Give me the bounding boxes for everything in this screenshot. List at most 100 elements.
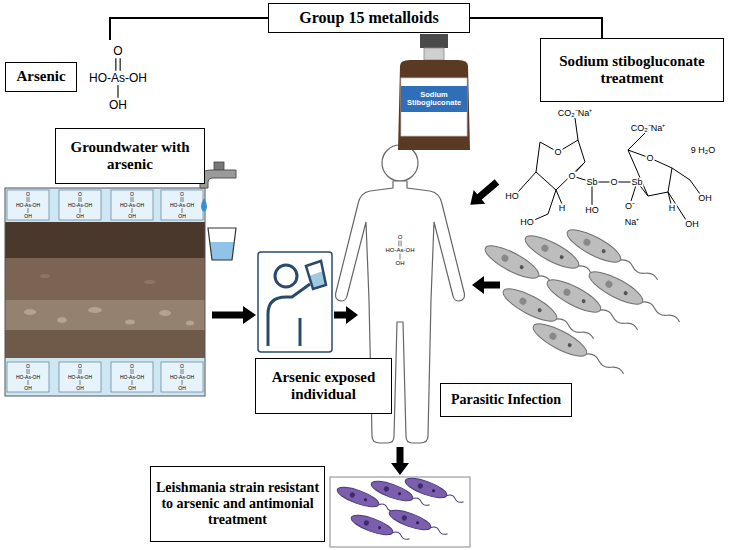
groundwater-illustration bbox=[159, 310, 171, 316]
parasite-cell bbox=[567, 342, 572, 347]
parasite-cell bbox=[562, 288, 571, 297]
chemical-bond bbox=[131, 197, 132, 202]
resistant-parasite-cell bbox=[432, 489, 436, 493]
formula-atom: OH bbox=[128, 386, 136, 391]
medicine-bottle bbox=[424, 48, 444, 60]
chemical-atom: O⁻ bbox=[624, 202, 636, 211]
arsenic-acid-bonds bbox=[27, 58, 401, 385]
groundwater-illustration bbox=[161, 190, 203, 220]
parasite-cell bbox=[548, 332, 557, 341]
groundwater-illustration bbox=[111, 362, 153, 392]
formula-atom: OH bbox=[76, 386, 84, 391]
chemical-bond bbox=[80, 208, 81, 213]
chemical-atom: O bbox=[567, 172, 576, 181]
chemical-bond bbox=[28, 380, 29, 385]
parasite-cell bbox=[540, 244, 549, 253]
chemical-bond bbox=[132, 380, 133, 385]
parasite-cell bbox=[559, 254, 564, 259]
chemical-bond bbox=[81, 197, 82, 202]
flow-arrow bbox=[472, 276, 500, 294]
faucet-and-glass bbox=[201, 198, 207, 212]
parasite-cell bbox=[563, 224, 624, 268]
groundwater-illustration bbox=[125, 320, 135, 325]
groundwater-illustration bbox=[5, 222, 205, 258]
resistant-parasite-cell bbox=[446, 494, 464, 504]
resistant-parasite-cell bbox=[403, 474, 449, 501]
resistant-parasite-cell bbox=[392, 531, 410, 541]
groundwater-illustration bbox=[5, 258, 205, 300]
groundwater-illustration bbox=[59, 190, 101, 220]
faucet-and-glass bbox=[208, 228, 236, 260]
parasite-cell bbox=[481, 224, 684, 382]
drinking-person-icon bbox=[268, 284, 310, 346]
stibogluconate-bonds bbox=[556, 190, 562, 204]
chemical-bond bbox=[115, 58, 116, 71]
parasite-cell bbox=[529, 318, 590, 362]
chemical-atom: H bbox=[558, 204, 567, 213]
source-label-box: Groundwater with arsenic bbox=[55, 128, 205, 184]
chemical-atom: CO₂⁻Na⁺ bbox=[630, 124, 667, 133]
medicine-bottle bbox=[420, 34, 448, 48]
chemical-bond bbox=[183, 369, 184, 374]
chemical-bond bbox=[181, 369, 182, 374]
resistant-parasite-cell bbox=[378, 526, 382, 530]
formula-atom: O bbox=[130, 364, 134, 369]
parasite-cell bbox=[619, 258, 658, 282]
groundwater-illustration bbox=[40, 274, 50, 278]
stibogluconate-bonds bbox=[672, 168, 700, 194]
resistant-parasite-cell bbox=[401, 515, 408, 522]
drinking-person-icon bbox=[306, 261, 326, 289]
parasite-cell bbox=[601, 248, 606, 253]
chemical-bond bbox=[132, 208, 133, 213]
resistant-parasite-cell bbox=[363, 520, 370, 527]
chemical-atom: Sb bbox=[585, 178, 598, 187]
chemical-bond bbox=[133, 369, 134, 374]
faucet-and-glass bbox=[210, 242, 234, 260]
groundwater-illustration bbox=[57, 317, 67, 323]
infection-label-box: Parasitic Infection bbox=[440, 383, 572, 417]
chemical-bond bbox=[79, 369, 80, 374]
formula-atom: O bbox=[180, 364, 184, 369]
flow-arrow bbox=[212, 306, 256, 324]
resistant-parasite-cell bbox=[416, 521, 420, 525]
chemical-bond bbox=[182, 208, 183, 213]
stibogluconate-bonds bbox=[536, 140, 585, 190]
formula-text: HO-As-OH bbox=[120, 375, 144, 380]
chemical-atom: 9 H₂O bbox=[690, 146, 717, 155]
parasite-cell bbox=[604, 280, 613, 289]
stibogluconate-bonds bbox=[572, 162, 637, 182]
formula-text: HO-As-OH bbox=[170, 203, 194, 208]
chemical-atom: H bbox=[668, 204, 677, 213]
chemical-atom: O bbox=[553, 148, 562, 157]
parasite-cell bbox=[585, 266, 646, 310]
stibogluconate-bonds bbox=[628, 133, 645, 150]
chemical-bond bbox=[27, 197, 28, 202]
chemical-atom: HO bbox=[504, 192, 520, 201]
box-text: Parasitic Infection bbox=[451, 392, 561, 408]
resistant-parasite-cell bbox=[349, 511, 412, 544]
formula-atom: OH bbox=[396, 260, 405, 266]
chemical-bond bbox=[400, 254, 401, 260]
faucet-and-glass bbox=[214, 162, 224, 170]
medicine-bottle bbox=[398, 34, 470, 150]
parasite-cell bbox=[623, 290, 628, 295]
resistant-parasite-cell bbox=[349, 511, 395, 538]
chemical-bond bbox=[117, 85, 118, 98]
chemical-atom: O bbox=[645, 154, 654, 163]
medicine-bottle bbox=[401, 78, 467, 136]
resistant-parasite-cell bbox=[364, 498, 368, 502]
chemical-atom: Na⁺ bbox=[624, 218, 641, 227]
box-text: Groundwater with arsenic bbox=[60, 139, 200, 174]
formula-atom: O bbox=[113, 45, 122, 57]
formula-text: HO-As-OH bbox=[16, 375, 40, 380]
chemical-atom: CO₂⁻Na⁺ bbox=[557, 109, 594, 118]
chemical-atom: HO bbox=[519, 218, 535, 227]
formula-atom: OH bbox=[109, 99, 127, 111]
groundwater-illustration bbox=[5, 188, 205, 396]
formula-atom: OH bbox=[128, 214, 136, 219]
flow-arrow bbox=[212, 175, 503, 475]
drinking-person-icon bbox=[299, 318, 302, 346]
groundwater-illustration bbox=[5, 330, 205, 358]
formula-atom: O bbox=[398, 234, 403, 240]
parasite-cell bbox=[518, 297, 527, 306]
